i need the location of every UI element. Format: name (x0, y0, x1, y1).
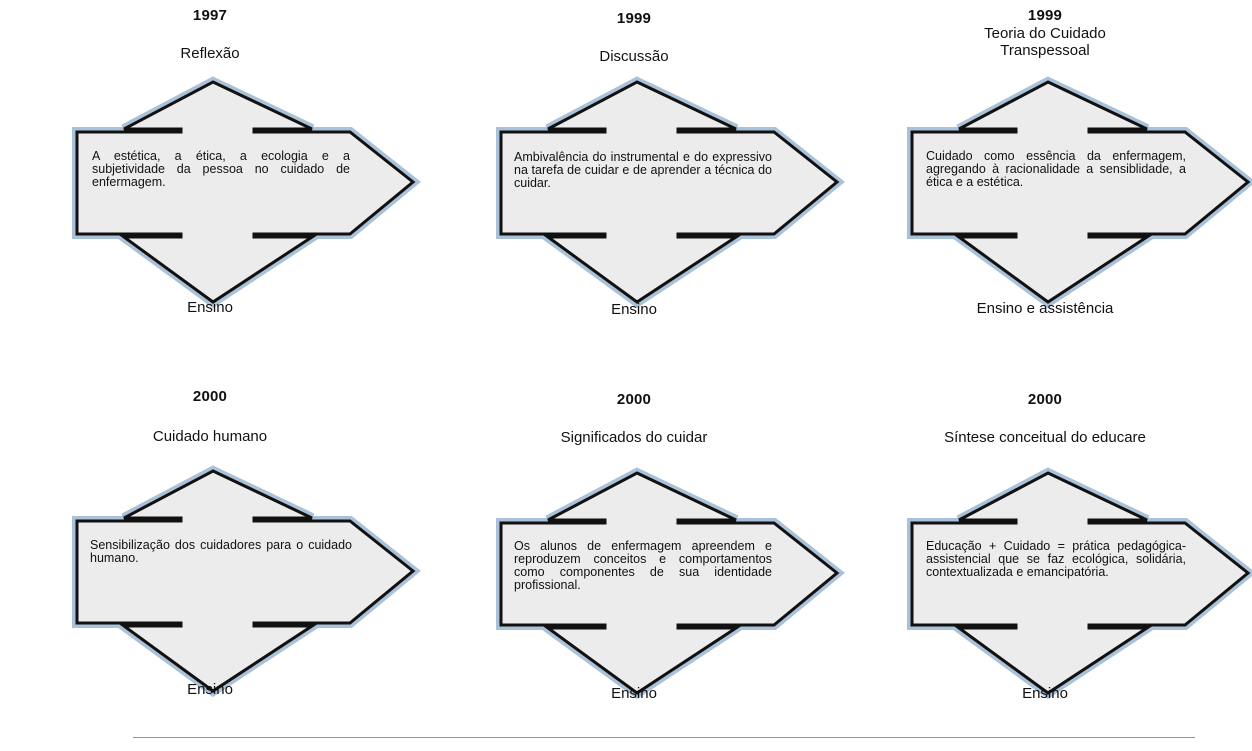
quad-arrow-shape (907, 467, 1252, 700)
panel-footer: Ensino e assistência (976, 300, 1114, 317)
timeline-panel-6: 2000 Síntese conceitual do educare Educa… (905, 391, 1252, 751)
panel-description: Educação + Cuidado = prática pedagógica-… (926, 539, 1186, 579)
timeline-panel-5: 2000 Significados do cuidar Os alunos de… (494, 391, 894, 751)
panel-concept: Teoria do Cuidado Transpessoal (984, 25, 1106, 59)
panel-footer: Ensino (611, 301, 657, 318)
panel-description: Ambivalência do instrumental e do expres… (514, 150, 772, 190)
timeline-panel-2: 1999 Discussão Ambivalência do instrumen… (494, 10, 894, 370)
panel-concept: Discussão (599, 48, 669, 65)
panel-description: A estética, a ética, a ecologia e a subj… (92, 149, 350, 189)
timeline-panel-4: 2000 Cuidado humano Sensibilização dos c… (70, 388, 470, 748)
panel-footer: Ensino (187, 681, 233, 698)
quad-arrow-shape (496, 76, 845, 309)
panel-concept: Cuidado humano (152, 428, 268, 445)
panel-footer: Ensino (187, 299, 233, 316)
panel-description: Cuidado como essência da enfermagem, agr… (926, 149, 1186, 189)
panel-footer: Ensino (1022, 685, 1068, 702)
panel-description: Os alunos de enfermagem apreendem e repr… (514, 539, 772, 592)
panel-concept: Reflexão (180, 45, 240, 62)
timeline-panel-3: 1999 Teoria do Cuidado Transpessoal Cuid… (905, 5, 1252, 365)
quad-arrow-shape (496, 467, 845, 700)
panel-year: 1999 (616, 10, 652, 27)
quad-arrow-shape (72, 465, 421, 698)
panel-description: Sensibilização dos cuidadores para o cui… (90, 538, 352, 565)
bottom-divider (133, 737, 1195, 738)
panel-year: 1999 (1027, 7, 1063, 24)
timeline-panel-1: 1997 Reflexão A estética, a ética, a eco… (70, 5, 470, 365)
quad-arrow-shape (907, 76, 1252, 309)
panel-year: 2000 (1027, 391, 1063, 408)
panel-concept: Significados do cuidar (560, 429, 708, 446)
panel-year: 2000 (192, 388, 228, 405)
panel-footer: Ensino (611, 685, 657, 702)
panel-year: 2000 (616, 391, 652, 408)
quad-arrow-shape (72, 76, 421, 309)
panel-concept: Síntese conceitual do educare (944, 429, 1146, 446)
panel-year: 1997 (192, 7, 228, 24)
